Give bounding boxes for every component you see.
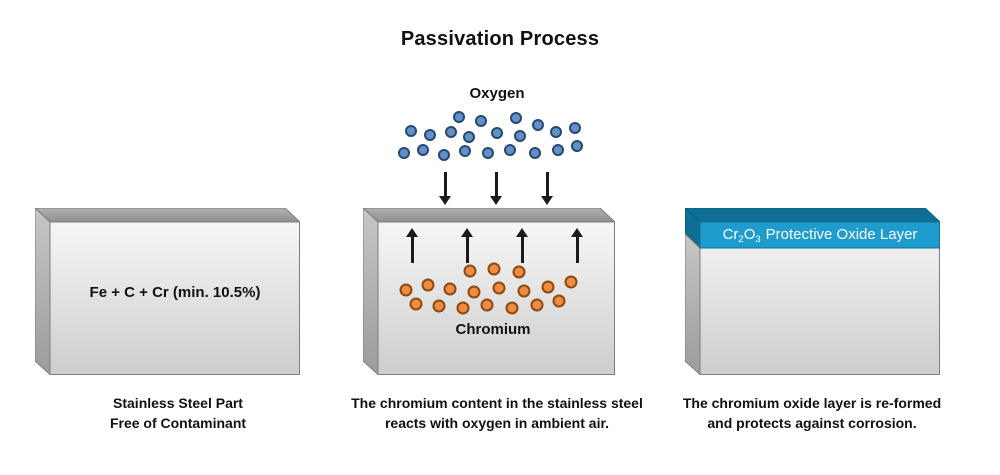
- middle-caption-line2: reacts with oxygen in ambient air.: [384, 415, 610, 432]
- right-caption: The chromium oxide layer is re-formed an…: [662, 393, 962, 434]
- block-top-face: [363, 208, 615, 223]
- oxide-el1: Cr: [722, 226, 739, 243]
- oxide-top-face: [685, 208, 940, 223]
- oxygen-dot: [405, 125, 417, 137]
- left-caption-line1: Stainless Steel Part: [113, 395, 243, 411]
- oxygen-down-arrow: [443, 172, 447, 196]
- block-front-face: [49, 221, 300, 375]
- oxygen-dot: [475, 115, 487, 127]
- block-top-face: [35, 208, 300, 223]
- oxygen-dot: [514, 130, 526, 142]
- steel-formula-text: Fe + C + Cr (min. 10.5%): [89, 284, 261, 301]
- page-title: Passivation Process: [400, 28, 600, 50]
- oxygen-dot: [510, 112, 522, 124]
- stainless-steel-block: [35, 208, 300, 375]
- chromium-up-arrow: [410, 237, 414, 263]
- right-caption-line1: The chromium oxide layer is re-formed: [682, 395, 942, 411]
- oxygen-dot: [569, 122, 581, 134]
- left-caption-line2: Free of Contaminant: [109, 415, 247, 432]
- oxygen-dot: [424, 129, 436, 141]
- oxygen-dot: [459, 145, 471, 157]
- oxygen-dot: [445, 126, 457, 138]
- oxygen-down-arrow: [545, 172, 549, 196]
- oxide-layer-band: [699, 221, 940, 249]
- oxygen-dot: [529, 147, 541, 159]
- oxygen-dot: [532, 119, 544, 131]
- chromium-up-arrow: [520, 237, 524, 263]
- oxygen-dot: [463, 131, 475, 143]
- block-left-face: [685, 233, 701, 375]
- right-caption-line2: and protects against corrosion.: [707, 415, 917, 432]
- oxygen-dot: [552, 144, 564, 156]
- steel-formula-label: Fe + C + Cr (min. 10.5%): [50, 222, 300, 375]
- oxygen-dot: [571, 140, 583, 152]
- passivated-steel-block: [685, 208, 940, 375]
- chromium-up-arrow: [575, 237, 579, 263]
- oxygen-dot: [504, 144, 516, 156]
- oxygen-dot: [438, 149, 450, 161]
- oxygen-dot: [453, 111, 465, 123]
- left-caption: Stainless Steel Part Free of Contaminant: [48, 393, 308, 434]
- oxygen-down-arrow: [494, 172, 498, 196]
- oxide-sub1: 2: [738, 234, 744, 245]
- oxygen-dot: [482, 147, 494, 159]
- oxygen-label: Oxygen: [469, 85, 525, 102]
- oxygen-dot: [417, 144, 429, 156]
- oxide-sub2: 3: [755, 234, 761, 245]
- oxygen-dot: [491, 127, 503, 139]
- block-left-face: [35, 208, 51, 375]
- chromium-up-arrow: [465, 237, 469, 263]
- chromium-label: Chromium: [455, 321, 531, 338]
- oxide-layer-label: Cr2O3 Protective Oxide Layer: [700, 222, 940, 248]
- middle-caption-line1: The chromium content in the stainless st…: [351, 395, 643, 411]
- oxygen-dot: [550, 126, 562, 138]
- oxygen-dot: [398, 147, 410, 159]
- oxide-el2: O: [743, 226, 756, 243]
- middle-caption: The chromium content in the stainless st…: [329, 393, 665, 434]
- oxide-label-rest: Protective Oxide Layer: [765, 226, 918, 243]
- block-left-face: [363, 208, 379, 375]
